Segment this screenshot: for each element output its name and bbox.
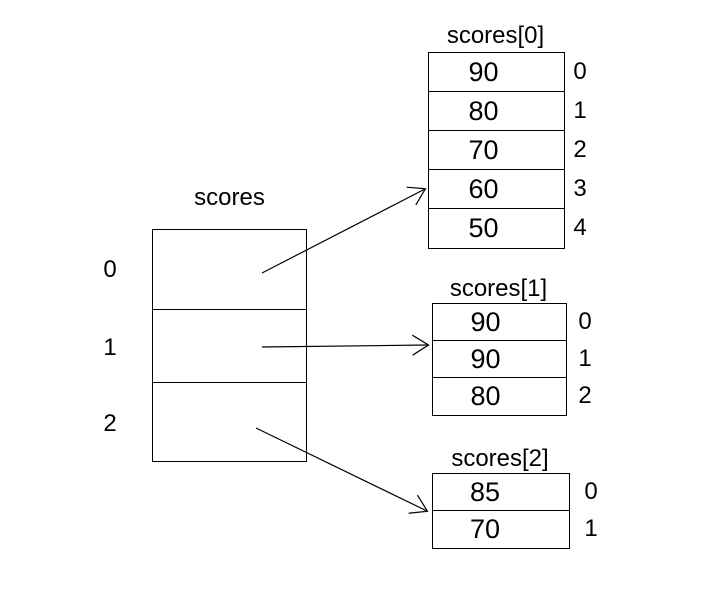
sub-array-0-index-4: 4 <box>573 213 587 241</box>
sub-array-0-cell-1: 80 <box>429 92 564 131</box>
main-array-index-0: 0 <box>103 255 117 283</box>
main-array-box <box>152 229 307 462</box>
sub-array-1-cell-0: 90 <box>433 304 566 341</box>
main-array-cell-0 <box>153 230 306 310</box>
sub-array-2-table: 85 70 <box>432 473 570 549</box>
sub-array-1-cell-1: 90 <box>433 341 566 378</box>
sub-array-1-index-2: 2 <box>578 381 592 409</box>
sub-array-1-index-0: 0 <box>578 307 592 335</box>
sub-array-2-title: scores[2] <box>451 445 549 472</box>
sub-array-0-cell-0: 90 <box>429 53 564 92</box>
main-array-title: scores <box>194 184 265 211</box>
main-array-index-1: 1 <box>103 333 117 361</box>
main-array-index-2: 2 <box>103 409 117 437</box>
sub-array-0-index-3: 3 <box>573 174 587 202</box>
sub-array-0-title: scores[0] <box>446 22 545 49</box>
main-array-cell-1 <box>153 310 306 383</box>
sub-array-0-cell-3: 60 <box>429 170 564 209</box>
sub-array-2-index-1: 1 <box>584 514 598 542</box>
sub-array-1-index-1: 1 <box>578 344 592 372</box>
sub-array-2-cell-1: 70 <box>469 514 501 544</box>
sub-array-1-title: scores[1] <box>449 275 548 302</box>
sub-array-0-cell-4: 50 <box>468 213 499 243</box>
sub-array-2-index-0: 0 <box>584 477 598 505</box>
sub-array-0-index-1: 1 <box>573 96 587 124</box>
main-array-cell-2 <box>153 383 306 459</box>
sub-array-1-table: 90 90 80 <box>432 303 567 416</box>
sub-array-0-cell-2: 70 <box>429 131 564 170</box>
sub-array-1-cell-2: 80 <box>470 381 501 411</box>
sub-array-0-table: 90 80 70 60 50 <box>428 52 565 249</box>
sub-array-0-index-0: 0 <box>573 57 587 85</box>
sub-array-0-index-2: 2 <box>573 135 587 163</box>
sub-array-2-cell-0: 85 <box>433 474 569 511</box>
